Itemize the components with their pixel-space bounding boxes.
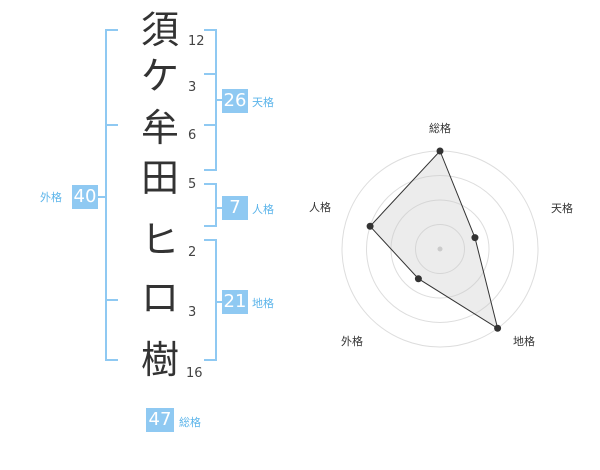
radar-point-3	[414, 275, 422, 283]
name-char-4: 田	[140, 156, 179, 200]
name-char-5: ヒ	[140, 218, 179, 262]
chikaku-badge: 21	[222, 290, 248, 314]
name-char-7: 樹	[140, 338, 179, 382]
tenkaku-badge: 26	[222, 89, 248, 113]
radar-point-1	[471, 234, 479, 242]
stroke-count-5: 2	[188, 245, 197, 260]
soukaku-label: 総格	[179, 416, 201, 429]
stroke-count-2: 3	[188, 80, 197, 95]
stroke-count-4: 5	[188, 177, 197, 192]
chikaku-label: 地格	[252, 297, 274, 310]
jinkaku-badge: 7	[222, 196, 248, 220]
radar-point-2	[494, 324, 502, 332]
jinkaku-label: 人格	[252, 203, 274, 216]
gaikaku-label: 外格	[40, 191, 62, 204]
name-char-3: 牟	[140, 106, 179, 150]
tenkaku-label: 天格	[252, 96, 274, 109]
gaikaku-badge: 40	[72, 185, 98, 209]
stroke-count-3: 6	[188, 128, 197, 143]
radar-axis-label-2: 地格	[513, 335, 535, 348]
stroke-count-7: 16	[186, 366, 203, 381]
radar-axis-label-1: 天格	[551, 202, 573, 215]
soukaku-badge: 47	[146, 408, 174, 432]
name-char-2: ケ	[140, 54, 179, 98]
name-char-6: ロ	[140, 276, 179, 320]
radar-series-area	[369, 150, 499, 330]
radar-axis-label-4: 人格	[309, 201, 331, 214]
radar-axis-label-3: 外格	[341, 335, 363, 348]
stroke-count-6: 3	[188, 305, 197, 320]
radar-point-0	[436, 147, 444, 155]
radar-center	[437, 246, 443, 252]
radar-axis-label-0: 総格	[429, 122, 451, 135]
stroke-count-1: 12	[188, 34, 205, 49]
radar-point-4	[366, 222, 374, 230]
name-char-1: 須	[140, 8, 179, 52]
